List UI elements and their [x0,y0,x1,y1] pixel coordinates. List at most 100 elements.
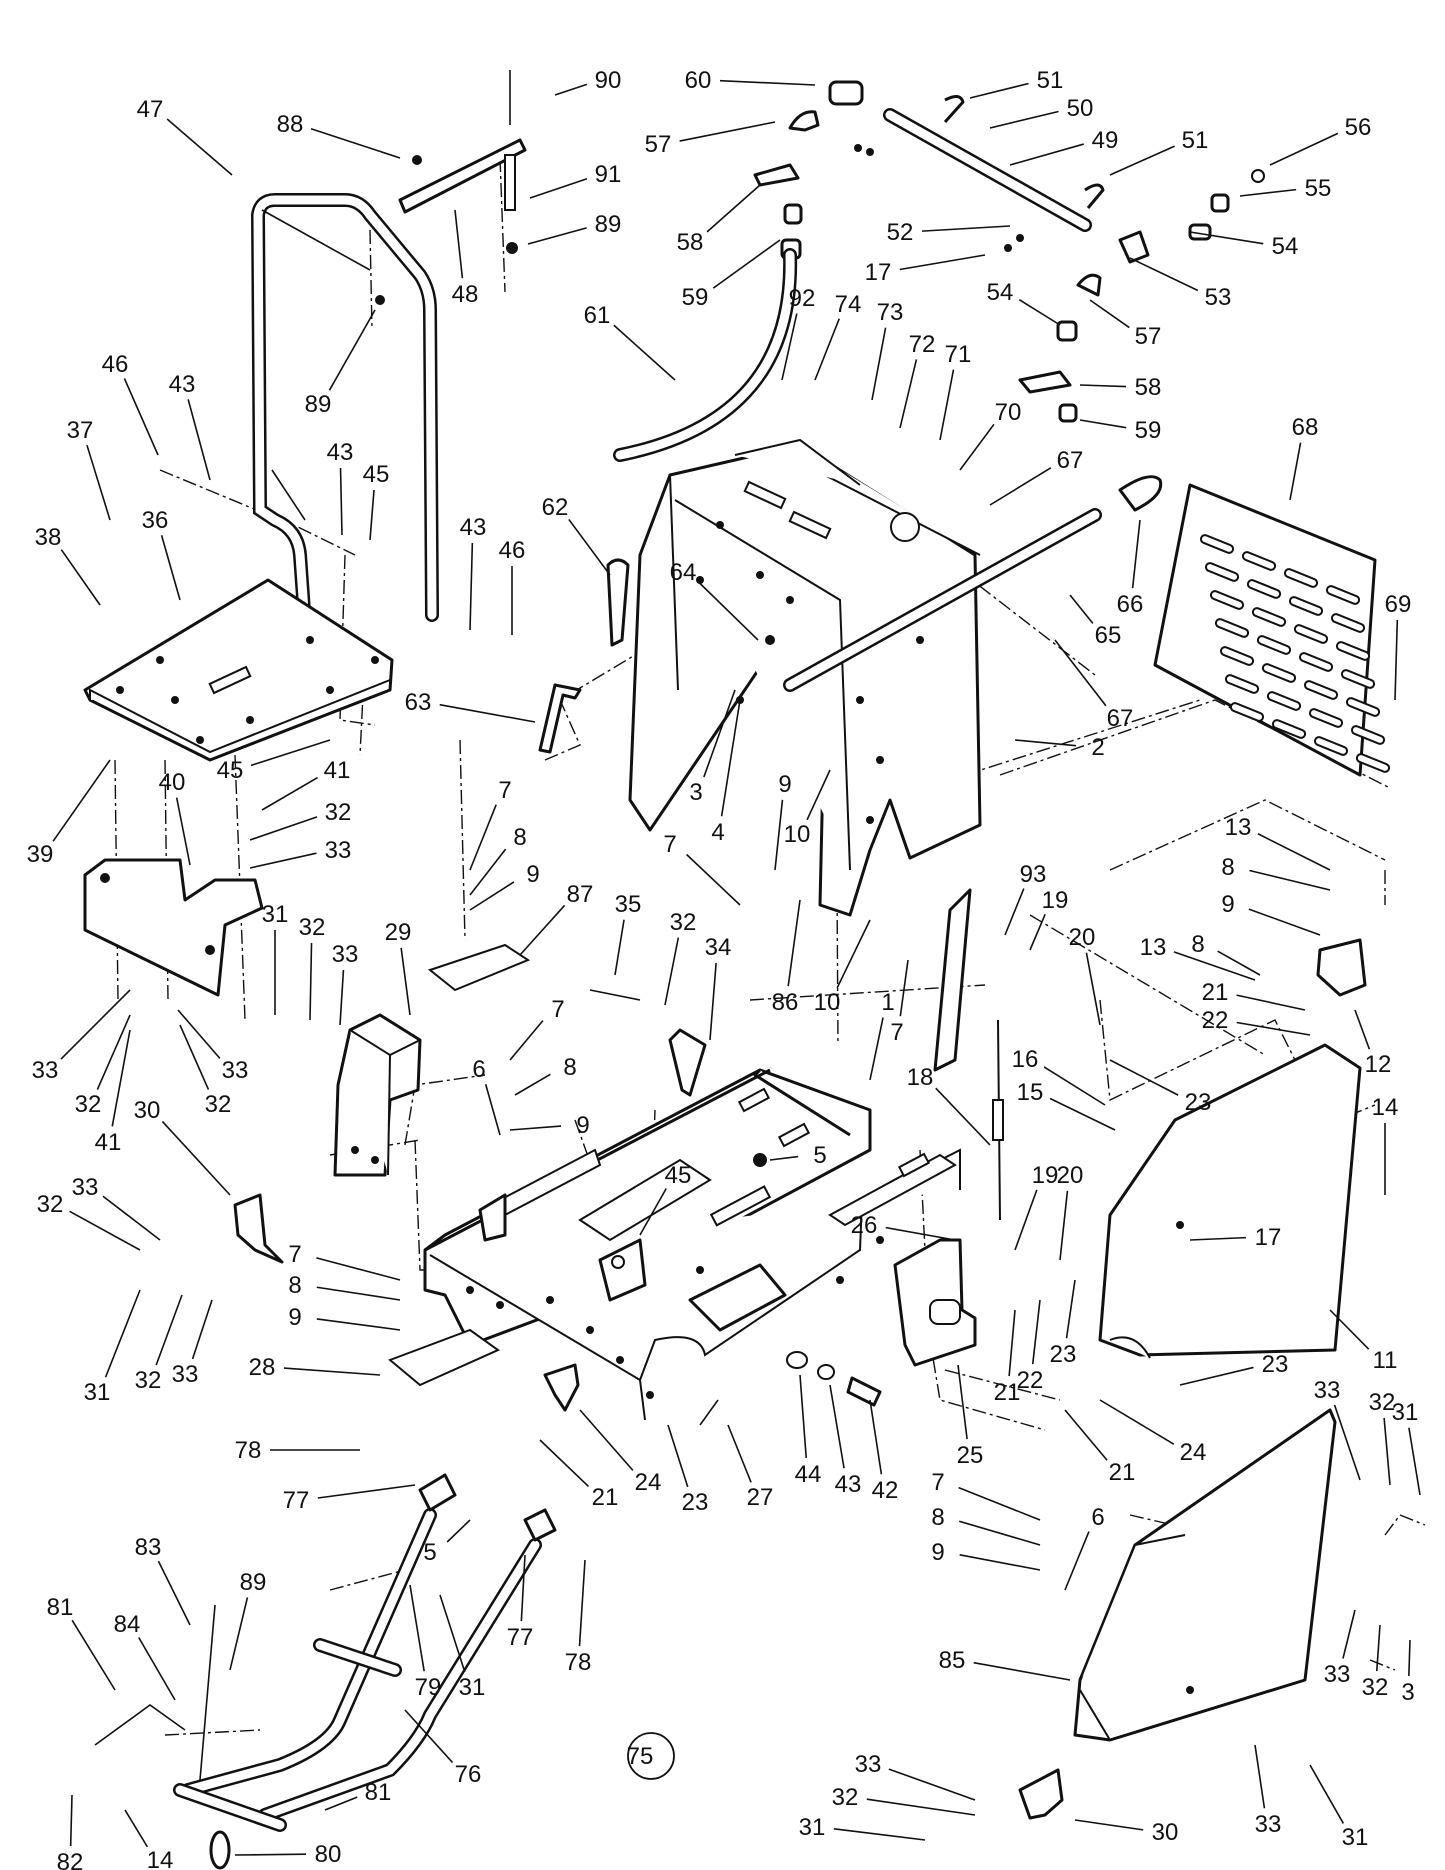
base-frame-1 [423,1068,961,1421]
callout-c59b: 59 [1135,417,1162,444]
leader-c32b [309,942,313,1021]
wrench-62 [606,558,630,647]
panel-slot [1219,646,1255,666]
leader-c17b [1189,1236,1247,1241]
callout-c82: 82 [57,1849,84,1870]
panel-slot [1298,652,1334,672]
callout-c31a: 31 [262,901,289,928]
leader-c3 [703,689,736,778]
leader-c21c [1064,1409,1108,1461]
leader-c54a [1189,231,1264,245]
callout-c14a: 14 [1372,1094,1399,1121]
leader-c32f [179,1024,210,1090]
panel-slot [1335,641,1371,661]
leader-c43b [339,467,343,536]
callout-c46b: 46 [499,537,526,564]
callout-c32a: 32 [325,799,352,826]
callout-c78a: 78 [235,1437,262,1464]
leader-c33b [339,969,345,1026]
panel-slot [1293,624,1329,644]
leader-c88 [310,127,401,159]
leader-c19a [1029,913,1046,951]
leader-c59a [712,239,781,289]
callout-c35: 35 [615,891,642,918]
leader-c32j [1375,1624,1381,1672]
callout-c89a: 89 [595,211,622,238]
leader-c19b [1014,1189,1038,1251]
callout-c5b: 5 [423,1539,436,1566]
leader-c61 [613,324,676,381]
callout-c90: 90 [595,67,622,94]
panel-slot [1283,568,1319,588]
callout-c41a: 41 [324,757,351,784]
panel-slot [1224,674,1260,694]
panel-slot [1246,579,1282,599]
linkage-49-61 [613,80,1265,462]
leader-c86 [787,899,801,987]
callout-c9b: 9 [526,861,539,888]
callout-c50: 50 [1067,95,1094,122]
panel-slot [1251,607,1287,627]
leader-c33i [888,1768,976,1801]
callout-c33j: 33 [1255,1811,1282,1838]
leader-c68 [1289,442,1302,501]
panel-slot [1241,551,1277,571]
callout-c58b: 58 [1135,374,1162,401]
leader-c71 [939,369,955,441]
callout-c22a: 22 [1202,1007,1229,1034]
pin-63 [538,683,582,754]
leader-c26 [885,1226,956,1241]
leader-c13a [1257,833,1331,871]
leader-c39 [52,759,111,842]
leader-c33e [102,1195,161,1241]
leader-c43c [469,542,474,631]
callout-c24b: 24 [635,1469,662,1496]
callout-c13a: 13 [1225,814,1252,841]
callout-c49: 49 [1092,127,1119,154]
leader-c41b [111,1029,131,1127]
hitch-assembly-76 [94,1473,557,1870]
bracket-30-upper [233,1193,284,1264]
callout-c75: 75 [627,1743,654,1770]
callout-c78b: 78 [565,1649,592,1676]
callout-c58a: 58 [677,229,704,256]
leader-c22b [1031,1299,1041,1365]
leader-c83 [157,1560,191,1626]
panel-slot [1303,680,1339,700]
leader-c8d [514,1073,551,1096]
leader-c32c [664,937,680,1006]
leader-c23d [667,1424,689,1488]
callout-c33b: 33 [332,941,359,968]
callout-c41b: 41 [95,1129,122,1156]
leader-c78b [578,1559,586,1647]
leader-c50 [989,110,1059,129]
leader-c89a [527,227,587,245]
callout-c7f: 7 [931,1469,944,1496]
leader-c7b [686,853,741,906]
leader-c8f [958,1520,1041,1546]
callout-c27: 27 [747,1484,774,1511]
callout-c53: 53 [1205,284,1232,311]
leader-c29 [400,947,411,1016]
leader-c9c [1248,908,1321,936]
leader-c67a [989,467,1052,506]
leader-c65 [1069,594,1094,624]
pin-34 [668,1028,707,1097]
leader-c63 [439,703,536,723]
callout-c72: 72 [909,331,936,358]
leader-c18 [935,1087,991,1146]
leader-c23b [1065,1279,1076,1339]
panel-slot [1261,663,1297,683]
leader-c33h [1342,1609,1356,1659]
leader-c51a [969,82,1029,99]
callout-c10a: 10 [784,821,811,848]
leader-c89b [328,309,376,391]
leader-c32i [1383,1417,1391,1486]
callout-c21d: 21 [592,1484,619,1511]
callout-c12: 12 [1365,1051,1392,1078]
callout-c31e: 31 [799,1814,826,1841]
assembly-circle-75 [627,1732,675,1780]
callout-c33a: 33 [325,837,352,864]
panel-slot [1229,702,1265,722]
